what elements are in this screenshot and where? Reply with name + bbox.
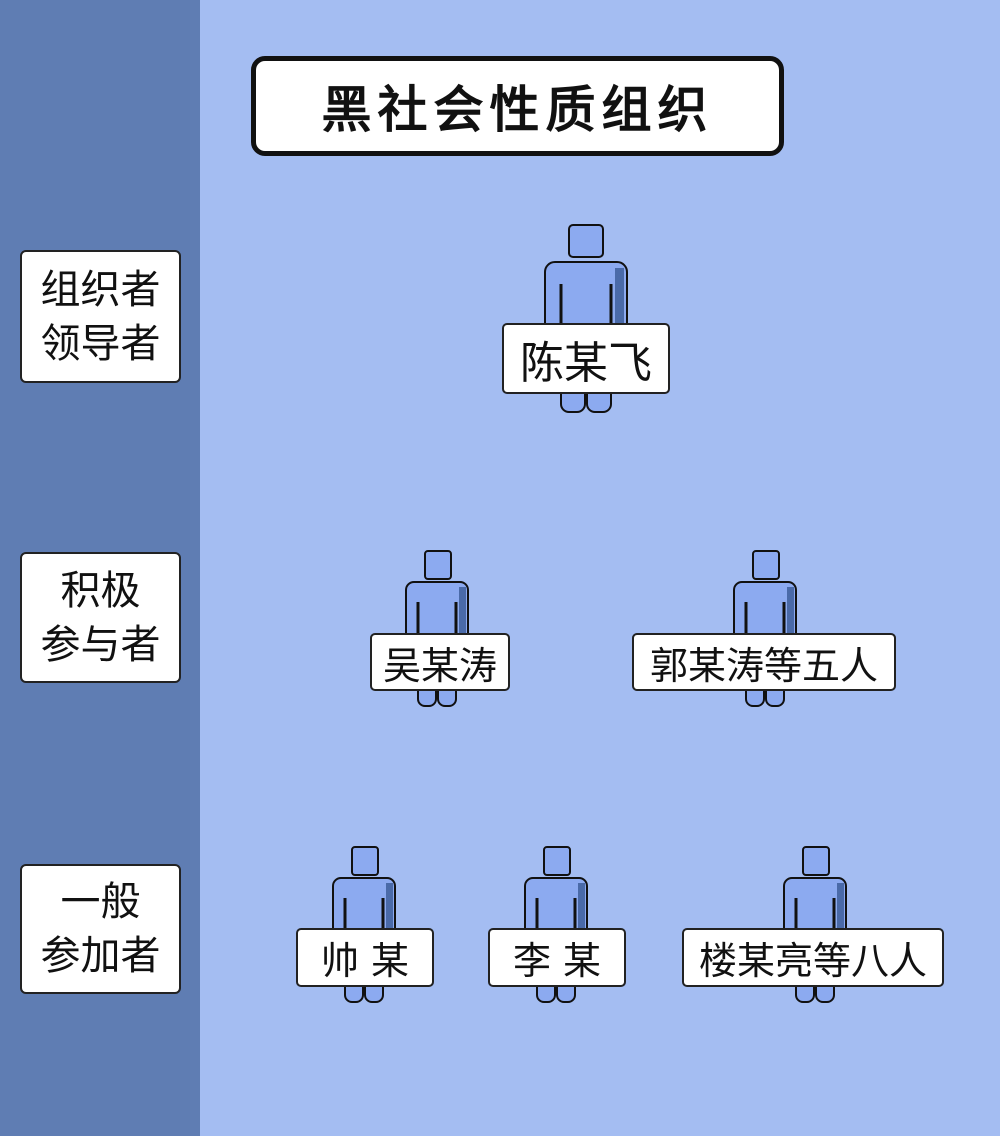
member-card-general-1: 帅 某 [296,928,434,987]
level-label-organizer: 组织者 领导者 [20,250,181,383]
member-card-general-2: 李 某 [488,928,626,987]
diagram-title: 黑社会性质组织 [251,56,784,156]
level-label-line2: 参加者 [40,933,161,979]
level-label-line1: 一般 [60,879,141,925]
level-label-line1: 积极 [60,567,141,614]
member-card-general-3: 楼某亮等八人 [682,928,944,987]
level-label-active: 积极 参与者 [20,552,181,683]
level-label-general: 一般 参加者 [20,864,181,994]
member-card-active-1: 吴某涛 [370,633,510,691]
member-card-leader: 陈某飞 [502,323,670,394]
level-label-line2: 领导者 [40,320,161,367]
level-label-line1: 组织者 [40,266,161,313]
level-label-line2: 参与者 [40,621,161,668]
member-card-active-2: 郭某涛等五人 [632,633,896,691]
